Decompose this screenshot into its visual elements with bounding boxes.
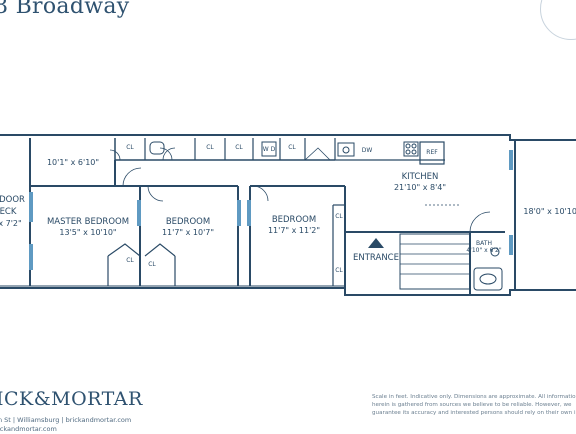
closet-label: CL (126, 257, 134, 264)
bedroom-1-name: BEDROOM (166, 217, 210, 227)
master-bedroom-name: MASTER BEDROOM (47, 217, 129, 227)
washer-dryer-label: W D (263, 146, 276, 153)
closet-label: CL (335, 267, 343, 274)
refrigerator-label: REF (426, 149, 438, 156)
disclaimer-text: Scale in feet. Indicative only. Dimensio… (372, 394, 576, 416)
bedroom-2-dims: 11'7" x 11'2" (268, 226, 320, 235)
closet-label: CL (206, 144, 214, 151)
kitchen-dims: 21'10" x 8'4" (394, 183, 446, 192)
brand-logo: ICK&MORTAR (0, 388, 143, 410)
closet-label: CL (126, 144, 134, 151)
listing-title: 8 Broadway (0, 0, 130, 19)
deck-dims: x 7'2" (0, 219, 22, 228)
master-bedroom-dims: 13'5" x 10'10" (59, 228, 116, 237)
entrance-name: ENTRANCE (353, 253, 399, 263)
living-dims: 18'0" x 10'10" (523, 207, 576, 216)
bedroom-2-name: BEDROOM (272, 215, 316, 225)
closet-room-dims: 10'1" x 6'10" (47, 158, 99, 167)
windows (29, 150, 513, 270)
closet-label: CL (335, 213, 343, 220)
closet-label: CL (148, 261, 156, 268)
bedroom-1-dims: 11'7" x 10'7" (162, 228, 214, 237)
kitchen-name: KITCHEN (402, 172, 439, 182)
deck-label-2: ECK (0, 207, 17, 217)
deck-label-1: DOOR (0, 195, 25, 205)
address-line-1: n St | Williamsburg | brickandmortar.com (0, 416, 132, 424)
address-line-2: ickandmortar.com (0, 425, 57, 433)
brand-address: n St | Williamsburg | brickandmortar.com… (0, 416, 131, 434)
bath-name: BATH (476, 240, 492, 247)
dishwasher-label: DW (362, 147, 373, 154)
closet-label: CL (288, 144, 296, 151)
bath-dims: 4'10" x 6'2" (466, 247, 502, 254)
entrance-arrow-icon (368, 238, 384, 248)
closet-label: CL (235, 144, 243, 151)
